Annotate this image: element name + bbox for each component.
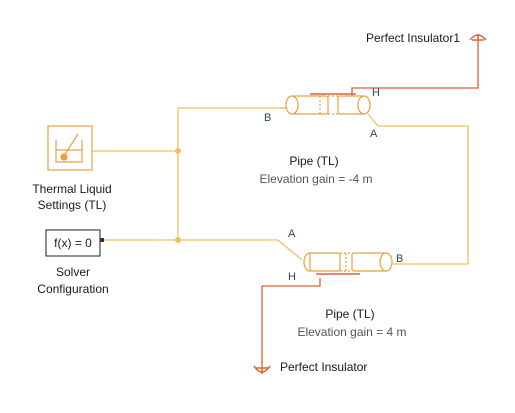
thermal-liquid-settings-label-2: Settings (TL) — [38, 198, 107, 212]
pipe-top-block[interactable] — [280, 93, 371, 115]
wire-solver[interactable] — [104, 239, 303, 261]
thermometer-beaker-icon — [55, 133, 83, 163]
pipe-top-name: Pipe (TL) — [289, 154, 338, 168]
perfect-insulator-1-block[interactable]: Perfect Insulator1 — [366, 31, 487, 45]
pipe-top-port-b: B — [264, 112, 271, 124]
junction-dot-bottom — [175, 237, 181, 243]
solver-configuration-block[interactable]: f(x) = 0 Solver Configuration — [37, 229, 109, 296]
pipe-bottom-name: Pipe (TL) — [325, 307, 374, 321]
perfect-insulator-block[interactable]: Perfect Insulator — [253, 360, 367, 374]
solver-label-2: Configuration — [37, 282, 108, 296]
pipe-top-port-h: H — [372, 87, 380, 99]
solver-fx-text: f(x) = 0 — [54, 236, 92, 250]
thermal-liquid-wires — [92, 107, 469, 265]
solver-label-1: Solver — [56, 265, 90, 279]
thermal-liquid-settings-label-1: Thermal Liquid — [32, 182, 111, 196]
wire-top-pipe-h[interactable] — [351, 40, 479, 96]
pipe-bottom-block[interactable] — [303, 252, 393, 275]
pipe-bottom-param: Elevation gain = 4 m — [297, 325, 406, 339]
pipe-top-port-a: A — [370, 128, 378, 140]
perfect-insulator-label: Perfect Insulator — [280, 360, 367, 374]
pipe-bottom-port-b: B — [396, 253, 403, 265]
pipe-top-param: Elevation gain = -4 m — [259, 172, 372, 186]
wire-top-a-to-bottom-b[interactable] — [367, 113, 469, 265]
thermal-wires — [261, 40, 479, 368]
thermal-liquid-settings-block[interactable]: Thermal Liquid Settings (TL) — [32, 125, 112, 212]
perfect-insulator-1-label: Perfect Insulator1 — [366, 31, 460, 45]
junction-dot-top — [175, 148, 181, 154]
wire-top-pipe-b[interactable] — [177, 107, 280, 240]
wire-bottom-pipe-h[interactable] — [261, 278, 321, 368]
pipe-bottom-port-a: A — [288, 228, 296, 240]
pipe-bottom-port-h: H — [288, 271, 296, 283]
